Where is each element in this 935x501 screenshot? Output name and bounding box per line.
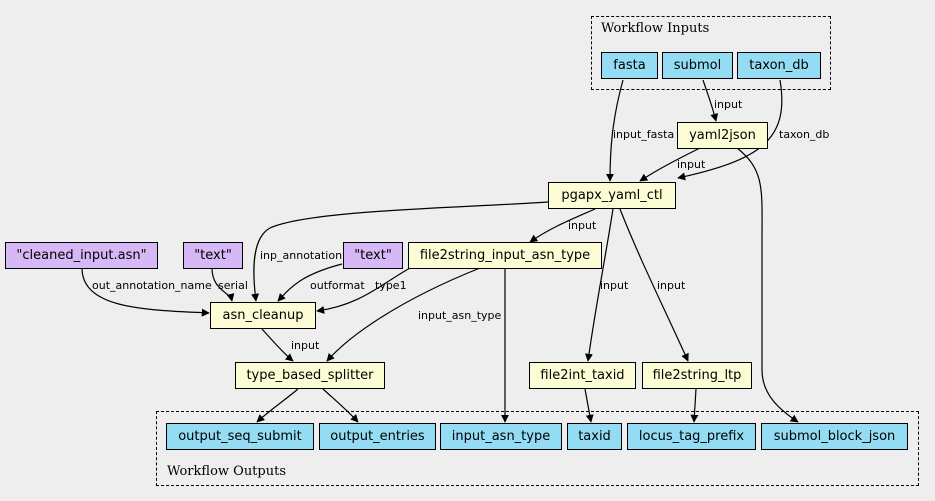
edge-yaml2json-submolblock <box>736 147 799 423</box>
edge-label-file2string-type1: type1 <box>375 279 407 292</box>
edge-label-pgapx-file2int: input <box>600 279 629 292</box>
edge-label-pgapx-asncleanup: inp_annotation <box>260 249 343 262</box>
edge-label-fasta-pgapx: input_fasta <box>613 128 675 141</box>
output-input-asn-type[interactable]: input_asn_type <box>440 423 562 450</box>
output-entries[interactable]: output_entries <box>319 423 436 450</box>
edge-label-file2string-splitter: input_asn_type <box>418 309 502 322</box>
edge-label-text-serial: serial <box>218 279 248 292</box>
edge-fasta-pgapx <box>606 79 624 182</box>
workflow-inputs-cluster: Workflow Inputs <box>591 16 831 90</box>
edge-file2int-taxid <box>584 388 594 423</box>
edge-submol-yaml2json <box>702 79 719 122</box>
edge-splitter-outseqsubmit <box>256 388 299 423</box>
edge-yaml2json-pgapx <box>639 147 701 182</box>
output-locus-tag-prefix[interactable]: locus_tag_prefix <box>627 423 756 450</box>
output-taxid[interactable]: taxid <box>567 423 622 450</box>
edge-label-taxondb-pgapx: taxon_db <box>779 128 830 141</box>
workflow-outputs-cluster: Workflow Outputs <box>156 411 919 486</box>
edge-label-pgapx-file2stringltp: input <box>657 279 686 292</box>
edge-label-pgapx-file2string: input <box>568 219 597 232</box>
const-cleaned-input-asn[interactable]: "cleaned_input.asn" <box>5 242 158 269</box>
edge-cleaned-asncleanup <box>81 267 210 317</box>
output-seq-submit[interactable]: output_seq_submit <box>166 423 314 450</box>
step-type-based-splitter[interactable]: type_based_splitter <box>235 362 385 389</box>
step-pgapx-yaml-ctl[interactable]: pgapx_yaml_ctl <box>548 182 676 209</box>
edge-pgapx-asncleanup <box>251 201 549 302</box>
const-text-outformat[interactable]: "text" <box>343 242 403 269</box>
edge-pgapx-file2stringltp <box>619 208 689 362</box>
edge-file2string-splitter <box>326 267 481 362</box>
step-asn-cleanup[interactable]: asn_cleanup <box>210 302 316 329</box>
input-fasta[interactable]: fasta <box>601 52 658 79</box>
edge-pgapx-file2int <box>585 208 614 362</box>
step-file2string-input-asn-type[interactable]: file2string_input_asn_type <box>408 242 602 269</box>
step-file2int-taxid[interactable]: file2int_taxid <box>529 362 636 389</box>
edge-file2stringltp-locustag <box>690 388 699 423</box>
const-text-serial[interactable]: "text" <box>183 242 243 269</box>
input-taxon-db[interactable]: taxon_db <box>737 52 821 79</box>
output-submol-block-json[interactable]: submol_block_json <box>761 423 908 450</box>
edge-file2string-asncleanup <box>316 267 411 314</box>
input-submol[interactable]: submol <box>662 52 733 79</box>
edge-splitter-outputentries <box>322 388 359 423</box>
edge-label-asncleanup-splitter: input <box>291 339 320 352</box>
edge-label-cleaned-asncleanup: out_annotation_name <box>92 279 212 292</box>
edge-label-text-outformat: outformat <box>310 279 365 292</box>
edge-textoutformat-asncleanup <box>277 263 343 302</box>
edge-label-submol-yaml2json: input <box>714 98 743 111</box>
workflow-inputs-title: Workflow Inputs <box>601 21 710 36</box>
workflow-outputs-title: Workflow Outputs <box>167 464 286 479</box>
edge-pgapx-file2string <box>529 208 596 243</box>
edge-textserial-asncleanup <box>211 267 235 302</box>
edge-label-yaml2json-pgapx: input <box>677 158 706 171</box>
step-yaml2json[interactable]: yaml2json <box>677 122 768 149</box>
step-file2string-ltp[interactable]: file2string_ltp <box>642 362 752 389</box>
edge-asncleanup-splitter <box>261 328 294 362</box>
